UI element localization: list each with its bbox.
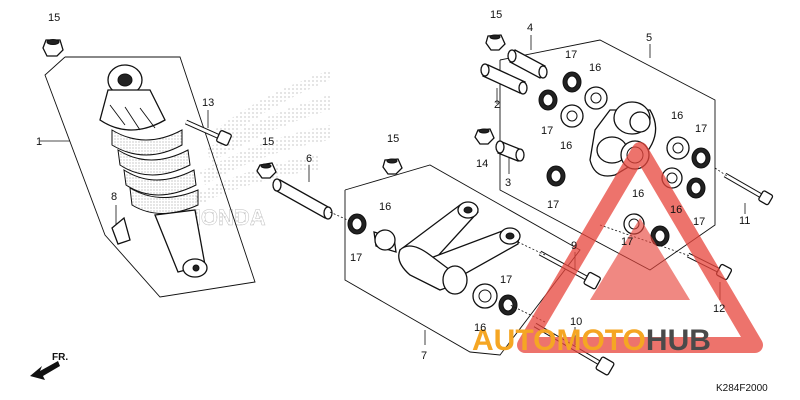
label-6[interactable]: 6 — [306, 153, 312, 165]
oil-seal-17-h[interactable] — [650, 225, 670, 247]
group-box-shock — [44, 56, 256, 298]
label-8[interactable]: 8 — [111, 191, 117, 203]
honda-wing-logo: HONDA — [185, 70, 330, 230]
needle-bearing-16-c[interactable] — [584, 86, 608, 110]
label-9[interactable]: 9 — [571, 240, 577, 252]
label-15b[interactable]: 15 — [262, 136, 274, 148]
label-sticker[interactable] — [111, 216, 131, 245]
oil-seal-17-f[interactable] — [691, 147, 711, 169]
label-15c[interactable]: 15 — [387, 133, 399, 145]
group-box-arm — [499, 39, 716, 271]
oil-seal-17-a[interactable] — [347, 213, 367, 235]
needle-bearing-16-a[interactable] — [373, 229, 397, 253]
collar-3[interactable] — [495, 140, 525, 162]
label-15a[interactable]: 15 — [48, 12, 60, 24]
shock-link[interactable] — [398, 201, 521, 295]
oil-seal-17-e[interactable] — [546, 165, 566, 187]
collar-2[interactable] — [480, 63, 528, 95]
nut-15-d[interactable] — [485, 34, 506, 51]
label-17f[interactable]: 17 — [695, 123, 707, 135]
label-1[interactable]: 1 — [36, 136, 42, 148]
part-labels: 15 1 8 13 15 6 15 16 17 17 16 7 15 4 17 … — [36, 9, 768, 394]
collar-6[interactable] — [272, 178, 333, 220]
assembly-lines — [329, 167, 728, 323]
label-17d[interactable]: 17 — [541, 125, 553, 137]
diagram-code: K284F2000 — [716, 383, 768, 394]
watermark-hub: HUB — [646, 324, 711, 357]
bolt-11[interactable] — [723, 172, 774, 206]
label-4[interactable]: 4 — [527, 22, 533, 34]
label-16f[interactable]: 16 — [632, 188, 644, 200]
oil-seal-17-b[interactable] — [498, 294, 518, 316]
label-17h[interactable]: 17 — [621, 236, 633, 248]
watermark-triangle — [517, 142, 763, 353]
needle-bearing-16-d[interactable] — [560, 104, 584, 128]
label-17a[interactable]: 17 — [350, 252, 362, 264]
watermark-logo: AUTOMOTOHUB — [472, 324, 711, 357]
label-10[interactable]: 10 — [570, 316, 582, 328]
label-5[interactable]: 5 — [646, 32, 652, 44]
front-direction-arrow: FR. — [30, 352, 68, 380]
label-17g[interactable]: 17 — [693, 216, 705, 228]
label-2[interactable]: 2 — [494, 99, 500, 111]
label-3[interactable]: 3 — [505, 177, 511, 189]
bolt-13[interactable] — [184, 119, 232, 146]
nut-15-b[interactable] — [256, 162, 277, 179]
label-17b[interactable]: 17 — [500, 274, 512, 286]
label-15d[interactable]: 15 — [490, 9, 502, 21]
label-7[interactable]: 7 — [421, 350, 427, 362]
svg-text:AUTOMOTOHUB: AUTOMOTOHUB — [472, 324, 711, 357]
nut-15-c[interactable] — [382, 158, 403, 175]
label-16b[interactable]: 16 — [474, 322, 486, 334]
nut-14[interactable] — [474, 128, 495, 145]
front-direction-label: FR. — [52, 352, 68, 363]
label-16a[interactable]: 16 — [379, 201, 391, 213]
label-11[interactable]: 11 — [739, 215, 750, 227]
collar-4[interactable] — [507, 49, 548, 79]
label-14[interactable]: 14 — [476, 158, 488, 170]
label-16c[interactable]: 16 — [589, 62, 601, 74]
label-13[interactable]: 13 — [202, 97, 214, 109]
label-16d[interactable]: 16 — [560, 140, 572, 152]
oil-seal-17-c[interactable] — [562, 71, 582, 93]
nut-15-a[interactable] — [42, 39, 64, 57]
label-16e[interactable]: 16 — [671, 110, 683, 122]
group-box-link — [344, 164, 581, 356]
watermark-auto: AUTO — [472, 324, 556, 357]
needle-bearing-16-b[interactable] — [472, 283, 498, 309]
needle-bearing-16-e[interactable] — [666, 136, 690, 160]
label-12[interactable]: 12 — [713, 303, 725, 315]
label-17c[interactable]: 17 — [565, 49, 577, 61]
label-16g[interactable]: 16 — [670, 204, 682, 216]
watermark-moto: MOTO — [556, 324, 645, 357]
label-17e[interactable]: 17 — [547, 199, 559, 211]
rear-shock-absorber[interactable] — [99, 64, 208, 278]
oil-seal-17-d[interactable] — [538, 89, 558, 111]
oil-seal-17-g[interactable] — [686, 177, 706, 199]
honda-logo-lettering: HONDA — [185, 205, 266, 230]
